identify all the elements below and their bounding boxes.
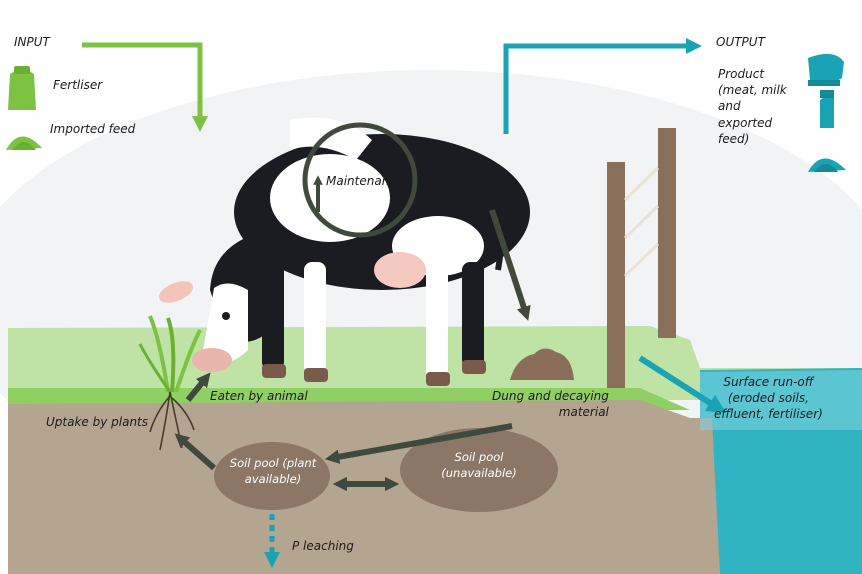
output-arrow bbox=[503, 37, 703, 134]
soil-pool-unavailable-label: Soil pool (unavailable) bbox=[441, 450, 517, 480]
leaching-label: P leaching bbox=[292, 539, 354, 553]
uptake-label: Uptake by plants bbox=[46, 415, 149, 429]
grass-plant bbox=[138, 315, 202, 393]
fence-post-left bbox=[607, 162, 625, 388]
runoff-arrow bbox=[638, 355, 727, 414]
uptake-arrow bbox=[174, 433, 216, 471]
output-feed-pile-icon bbox=[808, 158, 846, 172]
input-fertiliser-label: Fertliser bbox=[53, 78, 103, 92]
output-product-label: Product (meat, milk and exported feed) bbox=[718, 67, 787, 146]
fence-wire-2 bbox=[623, 204, 660, 240]
fence-wire-3 bbox=[623, 242, 660, 278]
maintenance-label: Maintenance bbox=[326, 174, 404, 188]
input-imported-feed-label: Imported feed bbox=[50, 122, 136, 136]
output-title: OUTPUT bbox=[716, 35, 765, 49]
eaten-arrow bbox=[185, 372, 211, 402]
runoff-label: Surface run-off (eroded soils, effluent,… bbox=[714, 375, 823, 422]
river-bank bbox=[690, 418, 720, 574]
soil-pool-available-label: Soil pool (plant available) bbox=[229, 456, 317, 486]
fence-post-right bbox=[658, 128, 676, 338]
fertiliser-bag-icon bbox=[8, 66, 36, 110]
meat-icon bbox=[808, 53, 844, 86]
dung-pile bbox=[510, 348, 574, 380]
soil-pool-unavailable bbox=[400, 428, 558, 512]
soil-pool-available bbox=[214, 442, 330, 510]
milk-carton-icon bbox=[820, 90, 834, 128]
fence-wire-1 bbox=[623, 166, 660, 202]
input-title: INPUT bbox=[14, 35, 50, 49]
eaten-label: Eaten by animal bbox=[210, 389, 308, 403]
dung-arrow bbox=[489, 209, 531, 321]
input-arrow bbox=[82, 42, 209, 133]
decay-to-available-arrow bbox=[324, 423, 513, 464]
water-surface bbox=[700, 370, 862, 430]
feed-pile-icon bbox=[6, 136, 42, 150]
cow-illustration bbox=[158, 117, 530, 386]
maintenance-loop bbox=[302, 122, 418, 238]
dung-label: Dung and decaying material bbox=[492, 389, 609, 420]
